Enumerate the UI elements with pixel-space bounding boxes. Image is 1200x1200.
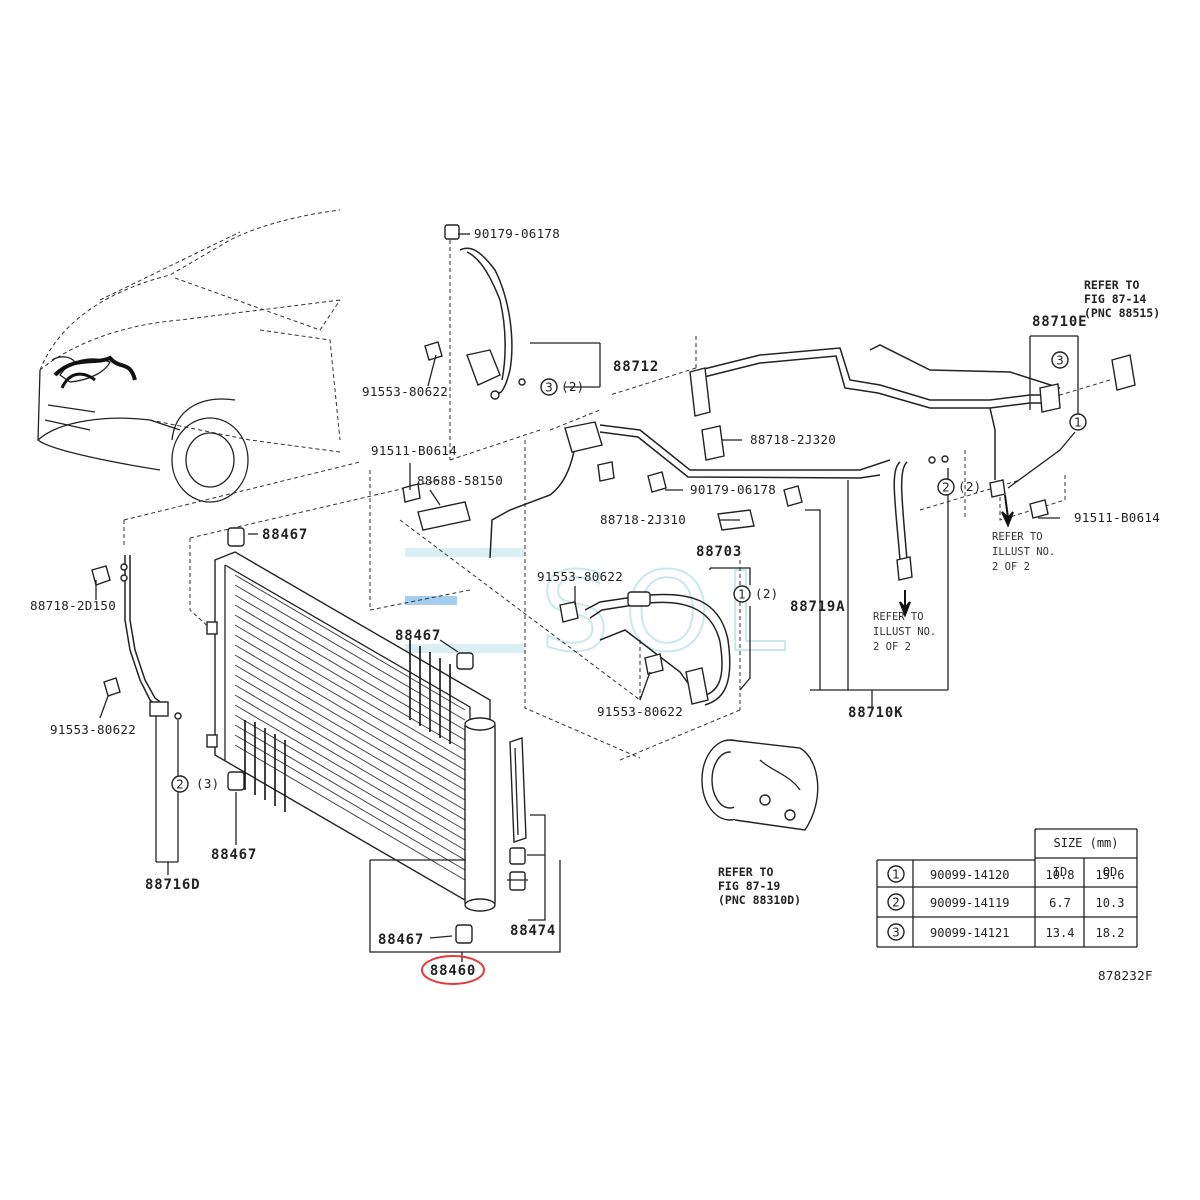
callout-1-hose: 1 [733, 585, 751, 603]
size-table-row: 1 90099-14120 10.8 15.6 [887, 865, 1125, 883]
label-88467-bottom: 88467 [378, 932, 424, 948]
label-88688-58150: 88688-58150 [417, 473, 503, 488]
label-88710k: 88710K [848, 705, 903, 721]
label-88712: 88712 [613, 359, 659, 375]
label-88474: 88474 [510, 923, 556, 939]
refer-fig-87-19-line3: (PNC 88310D) [718, 893, 801, 907]
svg-text:15.6: 15.6 [1096, 868, 1125, 882]
refer-fig-87-14-line2: FIG 87-14 [1084, 292, 1146, 306]
refer-illust-right-line3: 2 OF 2 [992, 561, 1030, 573]
label-90179-06178-top: 90179-06178 [474, 226, 560, 241]
callout-circles: 3 3 1 2 1 2 [171, 351, 1087, 793]
svg-text:90099-14120: 90099-14120 [930, 868, 1009, 882]
svg-text:2: 2 [942, 481, 950, 495]
desiccant-filter [507, 737, 528, 891]
assembly-boundaries [123, 240, 1111, 761]
car-outline [37, 209, 341, 503]
label-88718-2d150: 88718-2D150 [30, 598, 116, 613]
label-91553-80622-a: 91553-80622 [362, 384, 448, 399]
refer-illust-mid-line2: ILLUST NO. [873, 626, 936, 638]
leader-lines [95, 233, 1079, 962]
condenser-assembly [206, 527, 496, 944]
discharge-pipe-left [91, 555, 182, 720]
compressor [701, 739, 819, 831]
label-88716d: 88716D [145, 877, 200, 893]
label-88718-2j320: 88718-2J320 [750, 432, 836, 447]
svg-text:3: 3 [545, 381, 553, 395]
callout-3-top: 3 [540, 378, 558, 396]
callout-1-pipe-e: 1 [1069, 413, 1087, 431]
suction-hose [559, 591, 731, 706]
refer-fig-87-14-line1: REFER TO [1084, 278, 1139, 292]
svg-text:10.3: 10.3 [1096, 896, 1125, 910]
svg-text:2: 2 [176, 778, 184, 792]
refer-illust-right-line1: REFER TO [992, 531, 1043, 543]
label-88460: 88460 [430, 963, 476, 979]
size-table-col-id: ID [1053, 865, 1067, 879]
label-88710e: 88710E [1032, 314, 1087, 330]
refer-illust-right-line2: ILLUST NO. [992, 546, 1055, 558]
svg-text:6.7: 6.7 [1049, 896, 1071, 910]
callout-2-right: 2 [937, 478, 955, 496]
pressure-switch-pipes [402, 224, 891, 559]
label-91553-80622-c: 91553-80622 [597, 704, 683, 719]
label-88719a: 88719A [790, 599, 845, 615]
refer-fig-87-14-line3: (PNC 88515) [1084, 306, 1160, 320]
label-90179-06178-mid: 90179-06178 [690, 482, 776, 497]
size-table-row: 2 90099-14119 6.7 10.3 [887, 893, 1125, 911]
svg-text:90099-14121: 90099-14121 [930, 926, 1009, 940]
label-91511-b0614-a: 91511-B0614 [371, 443, 457, 458]
label-88718-2j310: 88718-2J310 [600, 512, 686, 527]
part-labels: 90179-06178 91553-80622 88712 (2) 91511-… [30, 226, 1160, 983]
long-liquid-pipe [689, 344, 1136, 581]
label-88467-mid: 88467 [395, 628, 441, 644]
watermark-text: SOL [540, 548, 800, 676]
refer-notes: REFER TO FIG 87-14 (PNC 88515) REFER TO … [718, 278, 1160, 907]
svg-text:90099-14119: 90099-14119 [930, 896, 1009, 910]
callout-2-left: 2 [171, 775, 189, 793]
svg-text:3: 3 [1056, 354, 1064, 368]
svg-text:18.2: 18.2 [1096, 926, 1125, 940]
svg-text:13.4: 13.4 [1046, 926, 1075, 940]
label-88467-top: 88467 [262, 527, 308, 543]
label-91553-80622-b: 91553-80622 [537, 569, 623, 584]
svg-text:1: 1 [738, 588, 746, 602]
refer-fig-87-19-line2: FIG 87-19 [718, 879, 780, 893]
svg-text:3: 3 [892, 926, 900, 940]
label-qty-1: (2) [755, 586, 778, 601]
refer-arrows [899, 494, 1014, 618]
refer-illust-mid-line1: REFER TO [873, 611, 924, 623]
svg-text:10.8: 10.8 [1046, 868, 1075, 882]
svg-text:1: 1 [892, 868, 900, 882]
refer-fig-87-19-line1: REFER TO [718, 865, 773, 879]
label-88703: 88703 [696, 544, 742, 560]
size-table-row: 3 90099-14121 13.4 18.2 [887, 923, 1125, 941]
size-table: SIZE (mm) ID OD 1 90099-14120 10.8 15.6 … [876, 828, 1138, 948]
label-88467-left: 88467 [211, 847, 257, 863]
label-qty-2-right: (2) [958, 479, 981, 494]
label-91511-b0614-b: 91511-B0614 [1074, 510, 1160, 525]
label-qty-2-left: (3) [196, 776, 219, 791]
callout-3-pipe-e: 3 [1051, 351, 1069, 369]
highlighted-part: 88460 [421, 955, 485, 985]
label-qty-3: (2) [561, 379, 584, 394]
svg-text:2: 2 [892, 896, 900, 910]
size-table-col-od: OD [1103, 865, 1117, 879]
size-table-header: SIZE (mm) [1053, 836, 1118, 850]
refer-illust-mid-line3: 2 OF 2 [873, 641, 911, 653]
label-91553-80622-d: 91553-80622 [50, 722, 136, 737]
svg-text:1: 1 [1074, 416, 1082, 430]
diagram-id: 878232F [1098, 968, 1153, 983]
